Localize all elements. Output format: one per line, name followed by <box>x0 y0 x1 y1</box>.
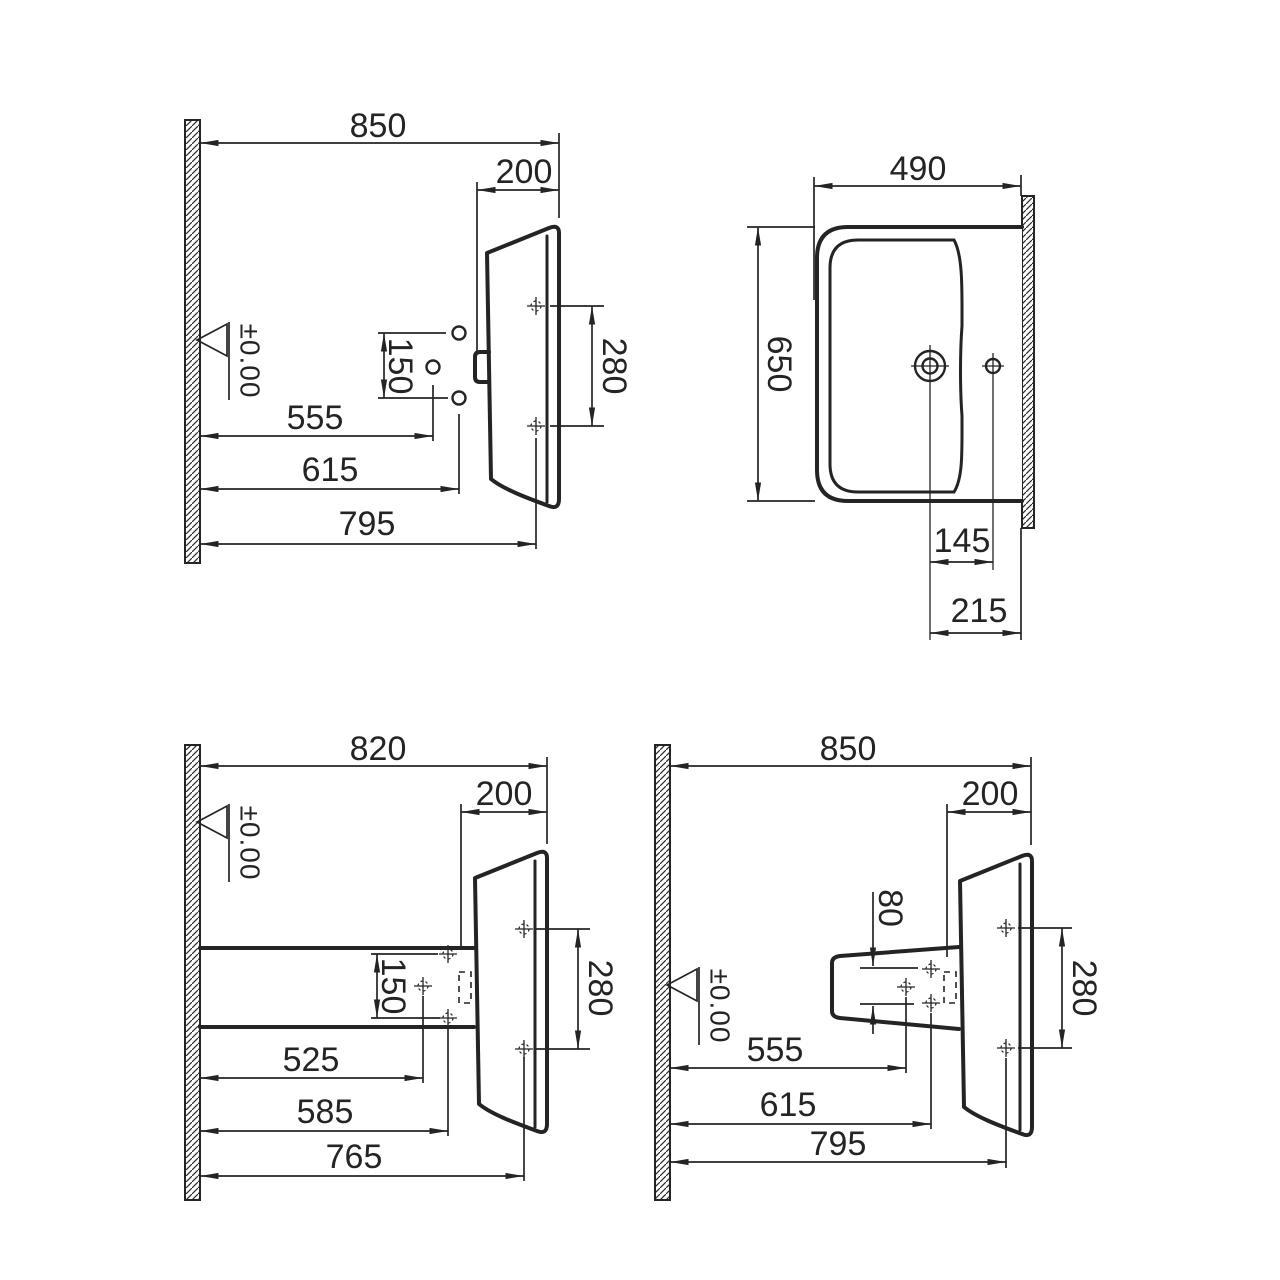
dim-label: 80 <box>871 889 909 927</box>
datum-triangle-icon <box>195 322 228 358</box>
dim-height-outer-holes: 615 <box>200 414 460 494</box>
dim-label: 490 <box>890 150 947 188</box>
dim-label: 650 <box>760 336 798 393</box>
dim-overall-height: 850 <box>670 730 1032 845</box>
dim-height-fixing-holes: 795 <box>670 1058 1007 1168</box>
dim-label: 615 <box>760 1086 817 1124</box>
view-side-half-pedestal: 850 200 80 280 555 615 <box>654 730 1103 1201</box>
dim-height-mid-hole: 555 <box>670 997 907 1073</box>
dim-height-outer-holes: 585 <box>200 1026 449 1136</box>
wall-bracket-tab <box>473 350 491 384</box>
dim-label: 615 <box>302 451 359 489</box>
datum-label: ±0.00 <box>705 969 736 1044</box>
dim-overall-height: 850 <box>200 107 560 218</box>
dim-label: 200 <box>476 775 533 813</box>
dim-height-fixing-holes: 765 <box>200 1057 525 1181</box>
view-side-full-pedestal: 820 200 150 280 525 585 <box>184 730 619 1201</box>
dim-label: 765 <box>326 1138 383 1176</box>
dim-tap-hole-offset: 145 <box>930 522 993 566</box>
view-side-wall-hung: 850 200 150 280 555 615 <box>184 107 633 564</box>
dim-height-mid-hole: 555 <box>200 385 434 441</box>
dim-height-outer-holes: 615 <box>670 1013 932 1129</box>
dim-label: 280 <box>595 338 633 395</box>
dim-label: 280 <box>1065 960 1103 1017</box>
dim-fixing-hole-spacing: 280 <box>550 305 633 427</box>
dim-siphon-hole-spacing: 80 <box>860 889 918 1034</box>
dim-basin-width: 490 <box>813 150 1022 300</box>
basin-bowl-outline <box>828 238 964 494</box>
bracket-hole-marker <box>413 976 433 996</box>
dim-drain-to-wall: 215 <box>930 528 1022 640</box>
hidden-bracket-tab <box>458 971 472 1004</box>
dim-fixing-hole-spacing: 280 <box>1018 927 1103 1049</box>
datum-triangle-icon <box>665 967 698 1003</box>
dim-label: 200 <box>962 775 1019 813</box>
dim-bracket-hole-spacing: 150 <box>378 332 448 399</box>
datum-label: ±0.00 <box>235 324 266 399</box>
bracket-hole-top <box>451 325 467 341</box>
floor-section-hatch <box>184 744 201 1201</box>
dim-label: 555 <box>287 399 344 437</box>
floor-datum-symbol: ±0.00 <box>195 804 266 882</box>
dim-label: 150 <box>374 958 412 1015</box>
datum-label: ±0.00 <box>235 806 266 881</box>
bracket-hole-mid <box>425 359 441 375</box>
bracket-hole-marker <box>438 1008 458 1028</box>
dim-label: 525 <box>283 1041 340 1079</box>
dim-label: 280 <box>581 960 619 1017</box>
dim-label: 795 <box>810 1125 867 1163</box>
view-plan: 490 650 145 215 <box>747 150 1035 640</box>
basin-profile-outline <box>958 852 1034 1138</box>
dim-basin-depth: 650 <box>747 226 815 502</box>
basin-profile-outline <box>485 224 561 510</box>
dim-label: 850 <box>820 730 877 768</box>
wall-section-hatch <box>1021 195 1035 529</box>
dim-rim-depth: 200 <box>476 153 559 351</box>
dim-label: 145 <box>934 522 991 560</box>
dim-label: 555 <box>747 1031 804 1069</box>
dim-label: 150 <box>381 338 419 395</box>
dim-overall-height: 820 <box>200 730 548 844</box>
basin-profile-outline <box>473 849 549 1135</box>
floor-section-hatch <box>184 119 201 564</box>
floor-section-hatch <box>654 744 671 1201</box>
dim-height-fixing-holes: 795 <box>200 438 537 549</box>
dim-label: 200 <box>496 153 553 191</box>
dim-height-mid-hole: 525 <box>200 996 424 1083</box>
floor-datum-symbol: ±0.00 <box>195 322 266 400</box>
dim-rim-depth: 200 <box>460 775 547 947</box>
floor-datum-symbol: ±0.00 <box>665 967 736 1045</box>
bracket-hole-bottom <box>451 390 467 406</box>
dim-label: 850 <box>350 107 407 145</box>
half-pedestal-outline <box>830 945 961 1031</box>
datum-triangle-icon <box>195 804 228 840</box>
hidden-bracket-tab <box>943 971 957 1004</box>
dim-label: 795 <box>339 505 396 543</box>
dim-fixing-hole-spacing: 280 <box>536 928 619 1050</box>
dim-label: 585 <box>297 1093 354 1131</box>
dim-bracket-hole-spacing: 150 <box>371 953 440 1019</box>
dim-label: 820 <box>350 730 407 768</box>
dim-label: 215 <box>951 592 1008 630</box>
dim-rim-depth: 200 <box>946 775 1031 957</box>
